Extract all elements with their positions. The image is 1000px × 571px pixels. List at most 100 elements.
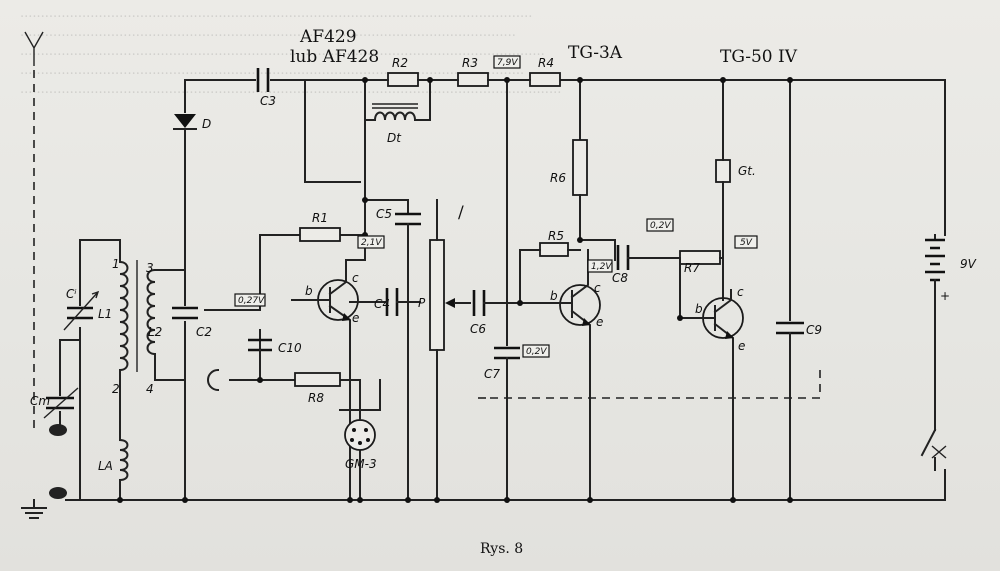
diode-d bbox=[173, 79, 197, 271]
capacitor-c6 bbox=[472, 290, 486, 316]
label-c-2: c bbox=[594, 281, 601, 295]
label-plus: + bbox=[940, 289, 950, 303]
label-e-1: e bbox=[352, 311, 359, 325]
label-r6: R6 bbox=[550, 171, 566, 185]
label-c2: C2 bbox=[196, 325, 212, 339]
resistor-r3 bbox=[457, 72, 489, 87]
voltage-box-2 bbox=[357, 235, 385, 249]
coil-l1 bbox=[118, 239, 129, 441]
label-c4: C4 bbox=[374, 297, 390, 311]
label-c-1: c bbox=[352, 271, 359, 285]
label-c6: C6 bbox=[470, 322, 486, 336]
label-c7: C7 bbox=[484, 367, 500, 381]
label-p: P bbox=[418, 296, 426, 310]
resistor-r8 bbox=[294, 372, 341, 387]
label-c10: C10 bbox=[278, 341, 302, 355]
capacitor-c2 bbox=[172, 306, 198, 320]
resistor-r4 bbox=[529, 72, 561, 87]
capacitor-c7 bbox=[494, 346, 520, 360]
bleed-through-text: ........................................… bbox=[20, 6, 562, 97]
potentiometer-p bbox=[429, 199, 471, 501]
label-speaker: Gt. bbox=[738, 164, 756, 178]
figure-caption: Rys. 8 bbox=[480, 541, 523, 557]
label-dl: Dt bbox=[387, 131, 402, 145]
connector-gm3 bbox=[339, 379, 381, 451]
voltage-tag-1: 7,9V bbox=[497, 58, 518, 68]
label-battery: 9V bbox=[960, 257, 977, 271]
transistor-tg3a bbox=[559, 249, 601, 501]
capacitor-c3 bbox=[256, 68, 270, 92]
switch-symbol bbox=[920, 428, 947, 471]
label-coil-3: 3 bbox=[146, 261, 154, 275]
voltage-box-6 bbox=[646, 218, 674, 232]
resistor-r2 bbox=[387, 72, 419, 87]
voltage-box-5 bbox=[587, 259, 613, 273]
label-slash: / bbox=[458, 203, 464, 223]
title-af429: AF429 bbox=[299, 27, 357, 47]
shield-boundary bbox=[490, 370, 821, 399]
label-c8: C8 bbox=[612, 271, 628, 285]
label-b-2: b bbox=[550, 289, 558, 303]
label-gm3: GM-3 bbox=[345, 457, 377, 471]
antenna-symbol bbox=[24, 31, 44, 430]
battery-symbol bbox=[925, 234, 945, 431]
voltage-tag-6: 0,2V bbox=[650, 221, 671, 231]
capacitor-c5 bbox=[395, 212, 421, 226]
transistor-af429 bbox=[291, 259, 366, 331]
voltage-tag-5: 1,2V bbox=[591, 262, 612, 272]
label-c5: C5 bbox=[376, 207, 392, 221]
label-coil-4: 4 bbox=[146, 382, 154, 396]
title-af428-alt: lub AF428 bbox=[290, 47, 379, 67]
resistor-r6 bbox=[572, 139, 588, 196]
title-tg50iv: TG-50 IV bbox=[720, 47, 798, 67]
label-r8: R8 bbox=[308, 391, 324, 405]
label-c9: C9 bbox=[806, 323, 822, 337]
junction-dots bbox=[117, 77, 793, 503]
trimmer-capacitor-cm bbox=[43, 339, 79, 431]
label-r1: R1 bbox=[312, 211, 328, 225]
voltage-box-4 bbox=[522, 344, 550, 358]
coil-la bbox=[118, 438, 129, 501]
voltage-tag-7: 5V bbox=[740, 238, 753, 248]
label-r2: R2 bbox=[392, 56, 408, 70]
resistor-r1 bbox=[299, 227, 341, 242]
label-cm: Cm bbox=[30, 394, 50, 408]
label-e-2: e bbox=[596, 315, 603, 329]
title-tg3a: TG-3A bbox=[568, 43, 623, 63]
label-e-3: e bbox=[738, 339, 745, 353]
label-c-3: c bbox=[737, 285, 744, 299]
voltage-box-3 bbox=[234, 293, 266, 307]
label-r4: R4 bbox=[538, 56, 554, 70]
label-l1: L1 bbox=[98, 307, 112, 321]
plus-supply-rail bbox=[364, 79, 946, 236]
ground-rail bbox=[65, 469, 946, 501]
label-r3: R3 bbox=[462, 56, 478, 70]
label-ct: Cⁱ bbox=[66, 287, 77, 301]
label-c3: C3 bbox=[260, 94, 276, 108]
tuning-capacitor-ct bbox=[63, 239, 100, 501]
label-la: LA bbox=[98, 459, 113, 473]
coil-l2 bbox=[146, 268, 186, 381]
label-b-1: b bbox=[305, 284, 313, 298]
voltage-tag-3: 0,27V bbox=[238, 296, 265, 306]
choke-dt bbox=[364, 79, 431, 121]
voltage-box-7 bbox=[734, 235, 758, 249]
ground-symbol bbox=[21, 424, 67, 519]
label-r7: R7 bbox=[684, 261, 700, 275]
label-d: D bbox=[202, 117, 211, 131]
capacitor-c8 bbox=[616, 245, 630, 270]
voltage-tag-2: 2,1V bbox=[361, 238, 382, 248]
label-b-3: b bbox=[695, 302, 703, 316]
voltage-tag-4: 0,2V bbox=[526, 347, 547, 357]
voltage-box-1 bbox=[493, 55, 521, 69]
label-coil-1: 1 bbox=[112, 257, 120, 271]
capacitor-c9 bbox=[776, 321, 804, 335]
label-r5: R5 bbox=[548, 229, 564, 243]
speaker-symbol bbox=[715, 144, 731, 301]
label-l2: L2 bbox=[148, 325, 162, 339]
label-coil-2: 2 bbox=[112, 382, 120, 396]
transistor-tg50iv bbox=[679, 289, 744, 501]
resistor-r5 bbox=[539, 242, 569, 257]
